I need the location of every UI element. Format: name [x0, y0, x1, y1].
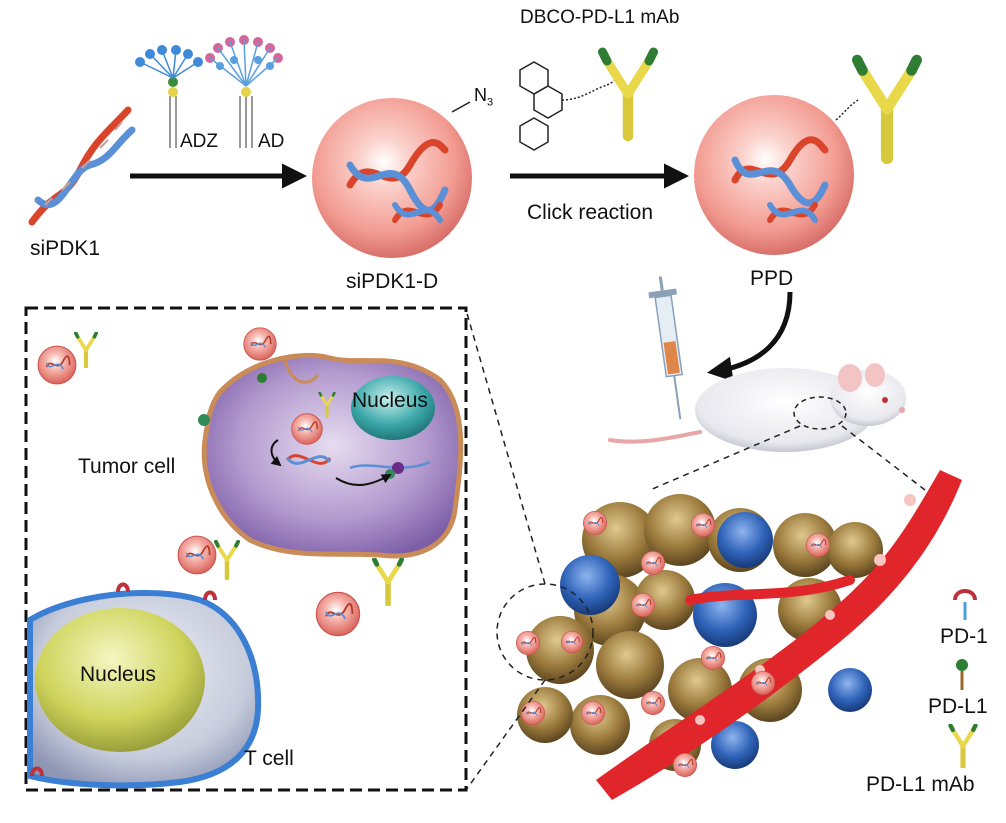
azide-label: N3 [474, 86, 493, 109]
inset-free-nanoparticle [37, 345, 77, 385]
adz-lipid-icon [135, 45, 203, 148]
sipdk1-label: siPDK1 [30, 237, 101, 260]
arrow-injection [707, 291, 793, 382]
legend-pd1-label: PD-1 [940, 625, 988, 648]
legend-pdl1-mab-icon [951, 725, 976, 766]
blood-vessel [596, 470, 962, 800]
inset-panel [24, 306, 468, 792]
ppd-nanoparticle [694, 95, 859, 255]
tumor-cell-label: Tumor cell [78, 455, 176, 478]
dbco-label: DBCO-PD-L1 mAb [520, 7, 680, 28]
t-cell-nucleus [35, 608, 205, 752]
inset-np-mid [177, 535, 217, 575]
tumor-nucleus [351, 376, 435, 440]
t-cell [27, 582, 262, 789]
sipdk1-d-nanoparticle [312, 98, 472, 258]
syringe-icon [648, 276, 683, 420]
inset-zoom-line-top [465, 309, 546, 585]
legend-pdl1-mab-label: PD-L1 mAb [866, 773, 975, 796]
azide-subscript: 3 [487, 96, 494, 109]
ad-lipid-icon [205, 35, 283, 148]
t-cell-label: T cell [244, 747, 294, 770]
t-cell-nucleus-label: Nucleus [80, 663, 156, 686]
dbco-molecule-icon [519, 61, 616, 151]
sipdk1-dna-icon [28, 106, 136, 226]
ppd-antibody-icon [857, 60, 917, 158]
sipdk1-d-label: siPDK1-D [346, 270, 439, 293]
click-reaction-label: Click reaction [527, 201, 654, 224]
inset-np-top [243, 327, 277, 361]
zoom-line-right [841, 425, 926, 491]
legend-pdl1-label: PD-L1 [928, 695, 988, 718]
tumor-mass [496, 470, 962, 800]
ppd-label: PPD [750, 267, 794, 290]
tumor-nucleus-label: Nucleus [352, 389, 428, 412]
inset-np-right [315, 591, 361, 637]
adz-label: ADZ [180, 131, 218, 152]
legend-pd1-icon [953, 589, 977, 620]
mouse-icon [608, 363, 906, 452]
ad-label: AD [258, 131, 285, 152]
legend-pdl1-icon [956, 659, 968, 690]
dbco-antibody-icon [603, 52, 654, 136]
azide-symbol: N [474, 85, 487, 105]
zoom-line-left [649, 425, 801, 491]
inset-zoom-line-bottom [465, 679, 546, 791]
tumor-cell [201, 352, 464, 559]
